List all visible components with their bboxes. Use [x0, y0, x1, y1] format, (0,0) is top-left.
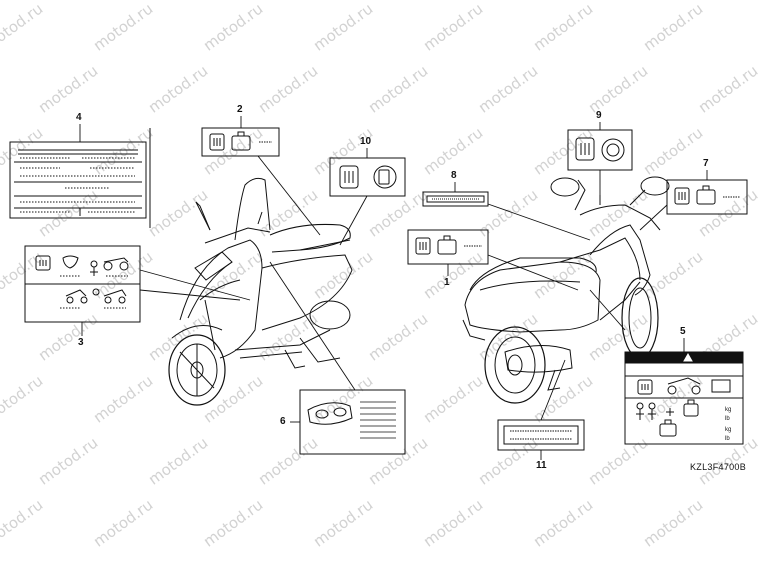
label-6 [299, 389, 406, 455]
scooter-right-view [462, 176, 670, 404]
callout-7: 7 [703, 158, 709, 169]
callout-11: 11 [536, 460, 547, 471]
label-8 [422, 191, 489, 207]
callout-5: 5 [680, 326, 686, 337]
label-2 [201, 127, 280, 157]
unit-kg-2: kg [725, 427, 731, 433]
label-9 [567, 129, 633, 171]
callout-8: 8 [451, 170, 457, 181]
callout-1: 1 [444, 277, 450, 288]
label-3 [24, 245, 141, 323]
callout-2: 2 [237, 104, 243, 115]
label-5 [624, 351, 744, 445]
label-7 [666, 179, 748, 215]
unit-lb-2: lb [725, 436, 730, 442]
callout-9: 9 [596, 110, 602, 121]
label-11 [497, 419, 585, 451]
callout-10: 10 [360, 136, 372, 147]
callout-6: 6 [280, 416, 286, 427]
unit-lb-1: lb [725, 416, 730, 422]
label-4 [9, 128, 151, 228]
unit-kg-1: kg [725, 407, 731, 413]
label-10 [329, 157, 406, 197]
label-1 [407, 229, 489, 265]
scooter-left-view [168, 177, 353, 406]
leader-lines [79, 116, 708, 460]
part-code: KZL3F4700B [690, 462, 747, 472]
label-5-units: kg lb kg lb [725, 407, 731, 442]
callout-3: 3 [78, 337, 84, 348]
callout-4: 4 [76, 112, 82, 123]
